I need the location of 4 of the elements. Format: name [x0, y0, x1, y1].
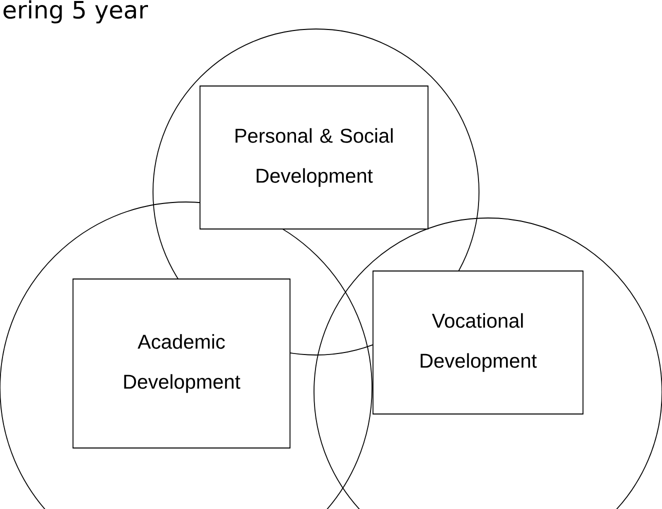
text-box: Academic Development — [72, 278, 290, 448]
text-box: Vocational Development — [372, 270, 584, 414]
heading: ering 5 year — [4, 0, 148, 24]
text-box: Personal & Social Development — [200, 86, 428, 230]
